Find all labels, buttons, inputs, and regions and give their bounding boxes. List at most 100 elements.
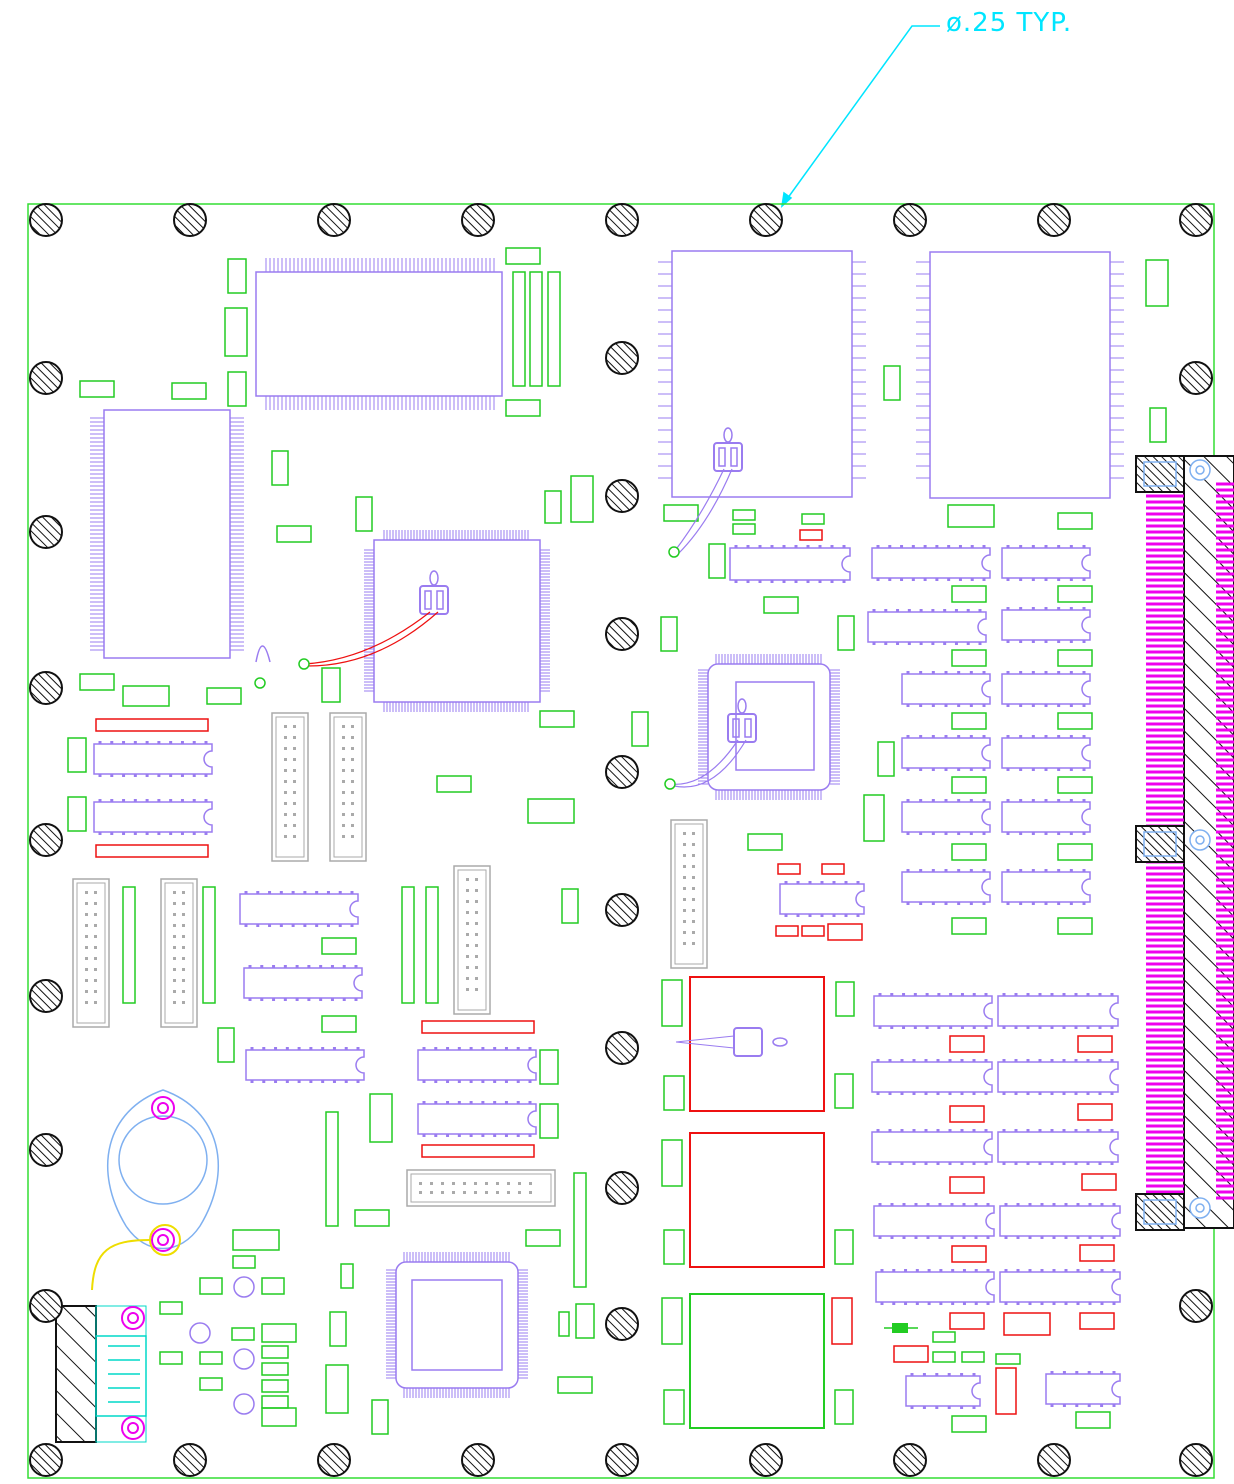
component-footprint [801, 513, 825, 525]
mounting-hole [1179, 203, 1213, 237]
component-footprint [558, 1311, 570, 1337]
ribbon-header [329, 712, 367, 862]
component-footprint [369, 1093, 393, 1143]
component-footprint [436, 775, 472, 793]
component-footprint [261, 1395, 289, 1409]
component-footprint [708, 543, 726, 579]
dip-ic [873, 1203, 995, 1239]
component-footprint [276, 525, 312, 543]
crystal-oscillator [675, 1027, 788, 1057]
highlighted-component [799, 529, 823, 541]
component-footprint [951, 917, 987, 935]
mounting-hole [317, 1443, 351, 1477]
component-footprint [354, 1209, 390, 1227]
dip-ic [417, 1047, 537, 1083]
component-footprint [763, 596, 799, 614]
component-footprint [561, 888, 579, 924]
component-footprint [834, 1389, 854, 1425]
component-footprint [527, 798, 575, 824]
component-footprint [837, 615, 855, 651]
component-footprint [232, 1229, 280, 1251]
component-footprint [231, 1327, 255, 1341]
component-footprint [1149, 407, 1167, 443]
dip-ic [1001, 735, 1091, 771]
component-footprint [171, 382, 207, 400]
crystal-oscillator [668, 427, 743, 558]
component-footprint [505, 247, 541, 265]
component-footprint [232, 1255, 256, 1269]
round-component [233, 1393, 255, 1415]
component-footprint [325, 1111, 339, 1227]
component-footprint [1057, 585, 1093, 603]
highlighted-component [95, 844, 209, 858]
ribbon-header [72, 878, 110, 1028]
component-footprint [547, 271, 561, 387]
ribbon-header [670, 819, 708, 969]
mounting-hole [605, 1443, 639, 1477]
crystal-oscillator [664, 698, 757, 790]
mounting-hole [605, 617, 639, 651]
dip-ic [779, 881, 865, 917]
component-footprint [961, 1351, 985, 1363]
component-footprint [261, 1345, 289, 1359]
mounting-hole [605, 479, 639, 513]
component-footprint [271, 450, 289, 486]
round-component [233, 1348, 255, 1370]
component-footprint [79, 380, 115, 398]
dip-ic [901, 735, 991, 771]
component-footprint [321, 1015, 357, 1033]
mounting-hole [1179, 1289, 1213, 1323]
component-footprint [199, 1351, 223, 1365]
component-footprint [661, 979, 683, 1027]
qfp-ic [364, 530, 550, 712]
mounting-hole [1037, 1443, 1071, 1477]
component-footprint [951, 776, 987, 794]
component-footprint [834, 1229, 854, 1265]
component-footprint [661, 1297, 683, 1345]
component-footprint [329, 1311, 347, 1347]
component-footprint [951, 649, 987, 667]
ribbon-header [160, 878, 198, 1028]
mounting-hole [893, 1443, 927, 1477]
component-footprint [732, 509, 756, 521]
round-component [233, 1276, 255, 1298]
plcc-ic [698, 654, 840, 800]
component-footprint [227, 371, 247, 407]
diode [884, 1323, 918, 1333]
component-footprint [1057, 843, 1093, 861]
component-footprint [557, 1376, 593, 1394]
component-footprint [1057, 649, 1093, 667]
component-footprint [217, 1027, 235, 1063]
component-footprint [947, 504, 995, 528]
power-module [689, 1293, 825, 1429]
component-footprint [325, 1364, 349, 1414]
mounting-hole [461, 1443, 495, 1477]
component-footprint [834, 1073, 854, 1109]
ribbon-header [271, 712, 309, 862]
dip-ic [93, 741, 213, 777]
mounting-hole [749, 203, 783, 237]
flatpack-ic [916, 251, 1124, 499]
dip-ic [871, 1129, 993, 1165]
component-footprint [261, 1362, 289, 1376]
highlighted-component [821, 863, 845, 875]
ribbon-header [406, 1169, 556, 1207]
mounting-hole [1179, 1443, 1213, 1477]
component-footprint [199, 1377, 223, 1391]
component-footprint [355, 496, 373, 532]
component-footprint [539, 710, 575, 728]
transistor-outline [255, 645, 271, 663]
highlighted-component [949, 1176, 985, 1194]
component-footprint [321, 937, 357, 955]
mounting-hole [605, 1171, 639, 1205]
highlighted-component [949, 1035, 985, 1053]
quad-ic-layer [90, 250, 1124, 1398]
component-footprint [951, 843, 987, 861]
dip-ic [999, 1203, 1121, 1239]
component-footprint [425, 886, 439, 1004]
dip-ic [875, 1269, 995, 1305]
component-footprint [663, 504, 699, 522]
edge-connector [1135, 455, 1234, 1231]
mounting-hole [173, 203, 207, 237]
